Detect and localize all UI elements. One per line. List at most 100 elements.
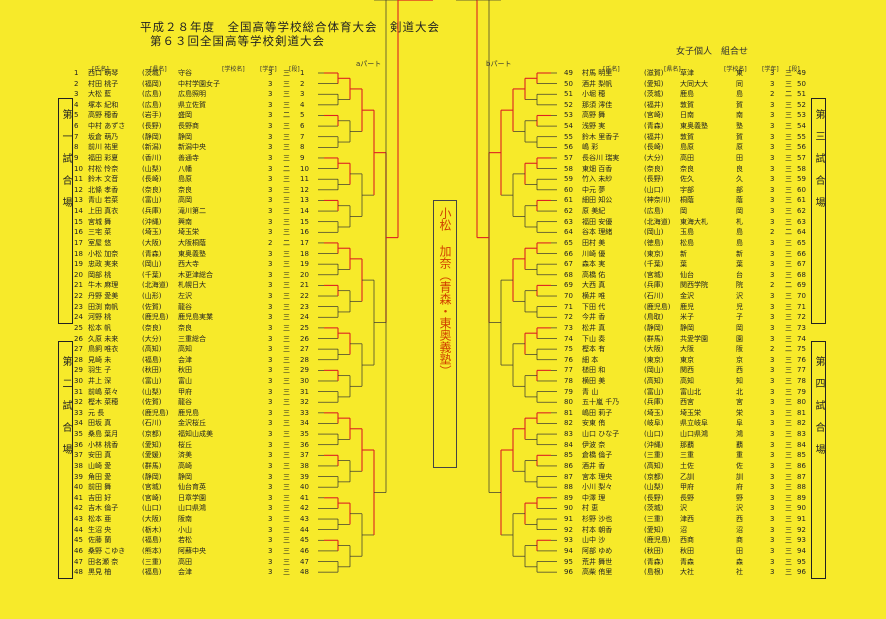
player-dan: 三 — [785, 451, 792, 460]
player-name: 小松 加奈 — [88, 249, 119, 258]
player-grade: 2 — [770, 281, 775, 290]
player-grade: 3 — [770, 366, 775, 375]
player-name: 北條 孝香 — [88, 185, 119, 194]
player-school: 龍谷 — [178, 398, 192, 407]
player-name: 西口 萌琴 — [88, 69, 119, 77]
player-dan: 三 — [785, 132, 792, 141]
player-prefecture: (高知) — [142, 345, 162, 354]
seed-number: 93 — [564, 536, 573, 545]
player-dan: 三 — [785, 472, 792, 481]
player-name: 室屋 悠 — [88, 238, 112, 247]
player-grade: 3 — [770, 143, 775, 152]
player-school: 中村学園女子 — [178, 79, 220, 88]
player-school: 鹿島 — [680, 90, 694, 99]
player-dan: 三 — [283, 196, 290, 205]
player-name: 黒見 柚 — [88, 568, 112, 577]
player-name: 三宅 菜 — [88, 228, 112, 237]
bracket-slot-number: 80 — [797, 398, 806, 407]
bracket-slot-number: 20 — [300, 270, 309, 279]
school-abbrev: 島 — [736, 228, 743, 237]
player-name: 細田 知公 — [582, 196, 613, 205]
bracket-slot-number: 31 — [300, 387, 309, 396]
player-name: 福田 安優 — [582, 217, 613, 226]
player-prefecture: (兵庫) — [142, 207, 162, 216]
player-name: 森本 実 — [582, 260, 606, 269]
player-grade: 3 — [268, 111, 273, 120]
seed-number: 44 — [74, 525, 83, 534]
player-grade: 3 — [770, 557, 775, 566]
player-dan: 三 — [785, 536, 792, 545]
player-grade: 3 — [268, 175, 273, 184]
bracket-slot-number: 45 — [300, 536, 309, 545]
player-school: 奈良 — [680, 164, 694, 173]
player-grade: 3 — [770, 79, 775, 88]
player-name: 杉野 沙也 — [582, 515, 613, 524]
player-dan: 三 — [785, 355, 792, 364]
player-school: 福知山成美 — [178, 430, 213, 439]
player-school: 県立佐賀 — [178, 100, 206, 109]
player-prefecture: (東京) — [644, 249, 664, 258]
player-prefecture: (大阪) — [142, 515, 162, 524]
player-name: 伊波 奈 — [582, 440, 606, 449]
school-abbrev: 園 — [736, 334, 743, 343]
player-name: 五十嵐 千乃 — [582, 398, 620, 407]
player-prefecture: (長崎) — [142, 175, 162, 184]
player-grade: 3 — [268, 185, 273, 194]
player-prefecture: (沖縄) — [644, 440, 664, 449]
bracket-slot-number: 55 — [797, 132, 806, 141]
player-name: 村松 怜奈 — [88, 164, 119, 173]
seed-number: 10 — [74, 164, 83, 173]
player-school: 高田 — [178, 557, 192, 566]
school-abbrev: 東 — [736, 69, 743, 77]
player-dan: 三 — [785, 419, 792, 428]
player-prefecture: (鹿児島) — [644, 302, 671, 311]
player-dan: 三 — [785, 111, 792, 120]
seed-number: 64 — [564, 228, 573, 237]
player-school: 東海大札 — [680, 217, 708, 226]
player-prefecture: (山梨) — [644, 483, 664, 492]
bracket-slot-number: 66 — [797, 249, 806, 258]
school-abbrev: 児 — [736, 302, 743, 311]
bracket-slot-number: 43 — [300, 515, 309, 524]
seed-number: 83 — [564, 430, 573, 439]
player-grade: 3 — [770, 493, 775, 502]
player-school: 秋田 — [178, 366, 192, 375]
school-abbrev: 覇 — [736, 440, 743, 449]
player-grade: 3 — [268, 493, 273, 502]
player-name: 生沼 央 — [88, 525, 112, 534]
player-grade: 3 — [268, 525, 273, 534]
player-school: 桐蔭 — [680, 196, 694, 205]
bracket-slot-number: 78 — [797, 376, 806, 385]
player-grade: 3 — [268, 419, 273, 428]
player-prefecture: (三重) — [644, 515, 664, 524]
player-prefecture: (岩手) — [142, 111, 162, 120]
player-dan: 三 — [283, 69, 290, 77]
bracket-slot-number: 58 — [797, 164, 806, 173]
player-dan: 三 — [283, 185, 290, 194]
player-school: 長野商 — [178, 122, 199, 131]
player-dan: 三 — [283, 122, 290, 131]
school-abbrev: 阜 — [736, 419, 743, 428]
part-b-label: bパート — [486, 60, 512, 68]
player-prefecture: (青森) — [644, 557, 664, 566]
player-prefecture: (宮城) — [644, 270, 664, 279]
player-grade: 3 — [268, 568, 273, 577]
player-dan: 三 — [283, 557, 290, 566]
player-school: 札幌日大 — [178, 281, 206, 290]
bracket-slot-number: 72 — [797, 313, 806, 322]
player-dan: 三 — [283, 323, 290, 332]
bracket-slot-number: 82 — [797, 419, 806, 428]
